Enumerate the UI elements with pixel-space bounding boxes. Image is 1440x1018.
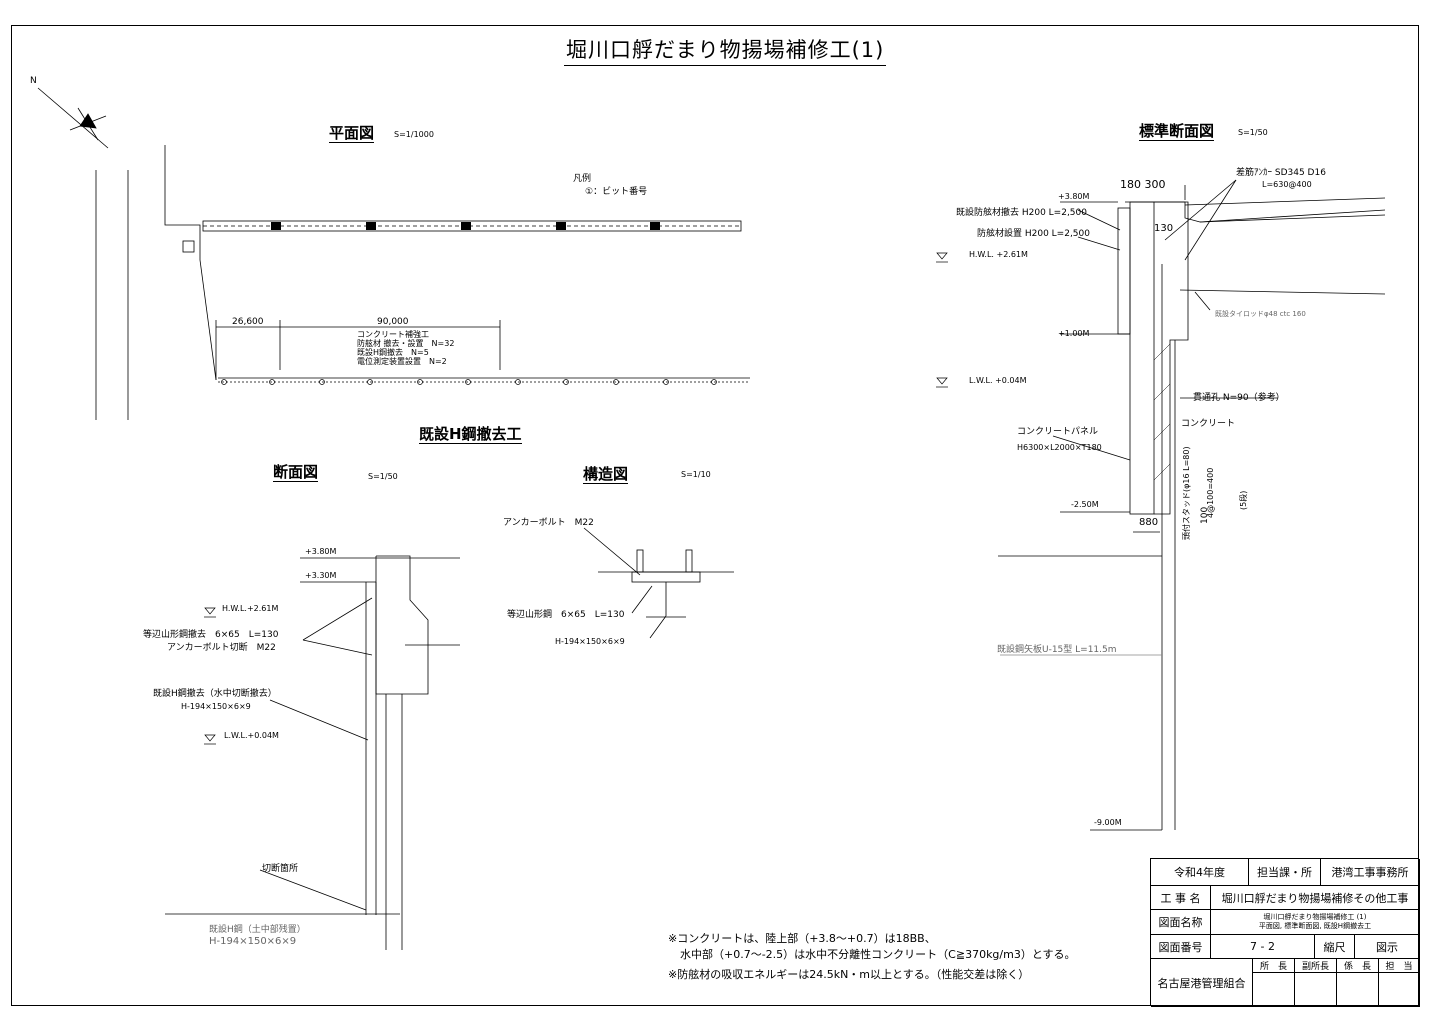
standard-heading: 標準断面図 — [1139, 122, 1215, 141]
tb-dept-label: 担当課・所 — [1249, 859, 1321, 886]
note-1: ※コンクリートは、陸上部（+3.8～+0.7）は18BB、 — [668, 932, 936, 945]
note-2: 水中部（+0.7～-2.5）は水中不分離性コンクリート（C≧370kg/m3）と… — [680, 948, 1076, 961]
structure-heading: 構造図 — [583, 465, 629, 484]
std-through-hole: 貫通孔 N=90（参考） — [1193, 393, 1285, 403]
tb-stamp-1 — [1253, 973, 1295, 1007]
std-lv-m250: -2.50M — [1071, 500, 1099, 509]
std-hwl: H.W.L. +2.61M — [969, 250, 1028, 259]
std-panel-size: H6300×L2000×T180 — [1017, 443, 1102, 452]
std-dim-top: 180 300 — [1120, 178, 1166, 191]
std-rebar: 差筋ｱﾝｶｰ SD345 D16 — [1236, 168, 1326, 178]
std-rebar-len: L=630@400 — [1262, 180, 1312, 189]
std-stud-3: (5段) — [1239, 490, 1248, 510]
tb-role-2: 副所長 — [1295, 959, 1337, 973]
tb-work-label: 工 事 名 — [1151, 886, 1211, 910]
section-lwl: L.W.L.+0.04M — [224, 731, 279, 740]
section-existing-h: 既設H鋼（土中部残置） — [209, 925, 306, 935]
bit-markers — [221, 379, 717, 385]
section-scale: S=1/50 — [368, 472, 398, 481]
section-h-size: H-194×150×6×9 — [181, 702, 251, 711]
structure-anchor: アンカーボルト M22 — [503, 518, 594, 528]
section-lv-380: +3.80M — [305, 547, 337, 556]
tb-role-1: 所 長 — [1253, 959, 1295, 973]
tb-drawing-1: 堀川口艀だまり物揚場補修工 (1) — [1263, 913, 1367, 921]
section-cut-point: 切断箇所 — [262, 864, 299, 874]
title-block: 令和4年度 担当課・所 港湾工事事務所 工 事 名 堀川口艀だまり物揚場補修その… — [1150, 858, 1420, 1007]
legend-title: 凡例 — [573, 174, 592, 184]
std-stud-1: 頭付スタッド(φ16 L=80) — [1182, 446, 1191, 540]
std-fender-remove: 既設防舷材撤去 H200 L=2,500 — [956, 208, 1087, 218]
tb-scale-label: 縮尺 — [1315, 935, 1355, 959]
section-lv-330: +3.30M — [305, 571, 337, 580]
tb-number: 7 - 2 — [1211, 935, 1315, 959]
section-h-remove: 既設H鋼撤去（水中切断撤去） — [153, 689, 277, 699]
drawing-title: 堀川口艀だまり物揚場補修工(1) — [564, 34, 887, 66]
tb-scale: 図示 — [1355, 935, 1420, 959]
standard-scale: S=1/50 — [1238, 128, 1268, 137]
tb-stamp-4 — [1379, 973, 1420, 1007]
tb-stamp-2 — [1295, 973, 1337, 1007]
note-3: ※防舷材の吸収エネルギーは24.5kN・m以上とする。（性能交差は除く） — [668, 968, 1030, 981]
removal-heading: 既設H鋼撤去工 — [419, 425, 522, 444]
tb-dept: 港湾工事事務所 — [1321, 859, 1420, 886]
section-angle-remove: 等辺山形鋼撤去 6×65 L=130 — [143, 630, 279, 640]
structure-h-beam: H-194×150×6×9 — [555, 637, 625, 646]
plan-work-3: 既設H鋼撤去 N=5 — [357, 348, 429, 357]
section-hwl: H.W.L.+2.61M — [222, 604, 279, 613]
std-panel: コンクリートパネル — [1017, 427, 1099, 437]
std-dim-100: 100 — [1200, 506, 1210, 524]
std-tie-rod: 既設タイロッドφ48 ctc 160 — [1215, 310, 1306, 318]
std-lv-100: +1.00M — [1058, 329, 1090, 338]
plan-work-2: 防舷材 撤去・設置 N=32 — [357, 339, 455, 348]
tb-role-3: 係 長 — [1337, 959, 1379, 973]
plan-work-4: 電位測定装置設置 N=2 — [357, 357, 447, 366]
structure-scale: S=1/10 — [681, 470, 711, 479]
structure-angle: 等辺山形鋼 6×65 L=130 — [507, 610, 625, 620]
std-dim-130: 130 — [1154, 223, 1174, 234]
tb-org: 名古屋港管理組合 — [1151, 959, 1253, 1007]
tb-work: 堀川口艀だまり物揚場補修その他工事 — [1211, 886, 1420, 910]
tb-drawing: 堀川口艀だまり物揚場補修工 (1) 平面図, 標準断面図, 既設H鋼撤去工 — [1211, 910, 1420, 935]
plan-dim-2: 90,000 — [377, 317, 409, 327]
std-fender-install: 防舷材設置 H200 L=2,500 — [977, 229, 1090, 239]
plan-scale: S=1/1000 — [394, 130, 434, 139]
std-lv-m900: -9.00M — [1094, 818, 1122, 827]
water-level-icons — [204, 252, 948, 745]
tb-drawing-label: 図面名称 — [1151, 910, 1211, 935]
north-label: N — [30, 76, 37, 86]
plan-heading: 平面図 — [329, 124, 375, 143]
section-anchor-cut: アンカーボルト切断 M22 — [167, 643, 276, 653]
tb-number-label: 図面番号 — [1151, 935, 1211, 959]
std-lwl: L.W.L. +0.04M — [969, 376, 1027, 385]
std-concrete: コンクリート — [1181, 419, 1236, 429]
legend-item: ①：ビット番号 — [585, 187, 648, 197]
tb-role-4: 担 当 — [1379, 959, 1420, 973]
std-dim-880: 880 — [1139, 517, 1159, 528]
drawing-frame — [11, 25, 1419, 1006]
north-arrow-icon — [37, 87, 109, 149]
tb-stamp-3 — [1337, 973, 1379, 1007]
tb-year: 令和4年度 — [1151, 859, 1249, 886]
plan-work-1: コンクリート補強工 — [357, 330, 429, 339]
std-lv-380: +3.80M — [1058, 192, 1090, 201]
section-existing-h-size: H-194×150×6×9 — [209, 936, 297, 947]
fender-markers — [271, 222, 660, 230]
plan-dim-1: 26,600 — [232, 317, 264, 327]
section-heading: 断面図 — [273, 463, 319, 482]
tb-drawing-2: 平面図, 標準断面図, 既設H鋼撤去工 — [1258, 922, 1372, 930]
std-sheet-pile: 既設鋼矢板U-15型 L=11.5m — [997, 645, 1117, 655]
